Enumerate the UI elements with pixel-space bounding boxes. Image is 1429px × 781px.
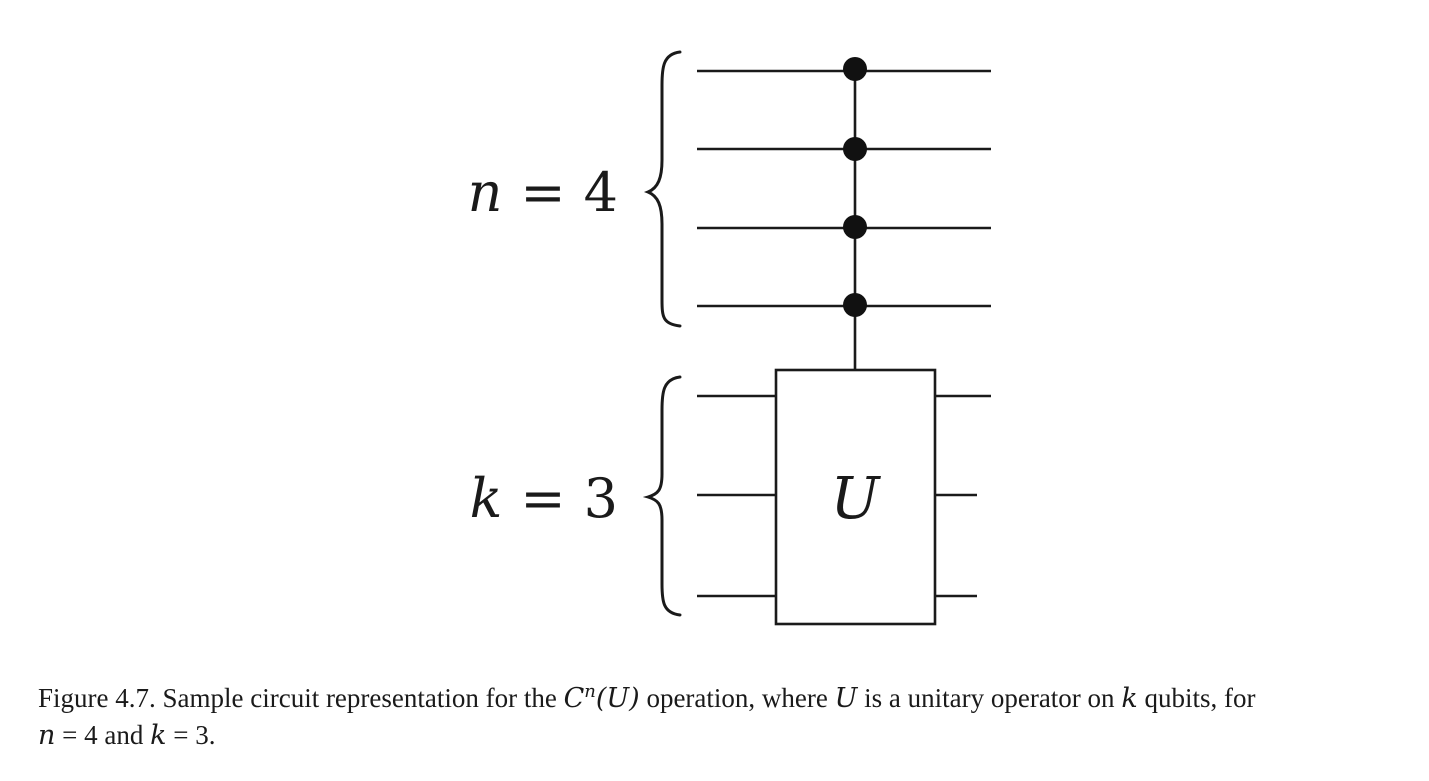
label-k-eq: = <box>520 467 565 530</box>
label-k-val: 3 <box>584 467 618 530</box>
caption-part-2: operation, where <box>639 683 835 713</box>
caption-var-u: U <box>834 683 858 714</box>
control-dot-3 <box>843 215 867 239</box>
label-n-var: n <box>468 161 503 224</box>
figure-caption: Figure 4.7. Sample circuit representatio… <box>38 680 1418 754</box>
unitary-gate-label: U <box>831 464 882 532</box>
control-dot-1 <box>843 57 867 81</box>
caption-part-6: = 3. <box>166 720 216 750</box>
control-dots <box>843 57 867 317</box>
label-n-eq: = <box>520 161 565 224</box>
label-n-val: 4 <box>584 161 618 224</box>
caption-operator-sup: n <box>584 681 596 702</box>
caption-part-3: is a unitary operator on <box>857 683 1122 713</box>
caption-part-4: qubits, for <box>1137 683 1256 713</box>
control-wires <box>697 69 991 308</box>
circuit-diagram: U n = 4 k = 3 <box>468 50 991 626</box>
target-wires <box>697 394 991 598</box>
caption-var-n: n <box>38 720 56 751</box>
caption-var-k: k <box>1121 683 1138 714</box>
caption-part-1: Figure 4.7. Sample circuit representatio… <box>38 683 564 713</box>
brace-target <box>642 375 682 617</box>
brace-control <box>643 50 682 328</box>
control-dot-2 <box>843 137 867 161</box>
caption-part-5: = 4 and <box>55 720 151 750</box>
unitary-gate-box <box>774 368 937 626</box>
caption-operator-arg: (U) <box>595 683 640 714</box>
label-k-var: k <box>470 467 503 530</box>
label-n-group: n = 4 <box>468 161 618 224</box>
caption-var-k2: k <box>150 720 167 751</box>
control-dot-4 <box>843 293 867 317</box>
caption-operator-c: C <box>563 683 585 714</box>
label-k-group: k = 3 <box>470 467 618 530</box>
